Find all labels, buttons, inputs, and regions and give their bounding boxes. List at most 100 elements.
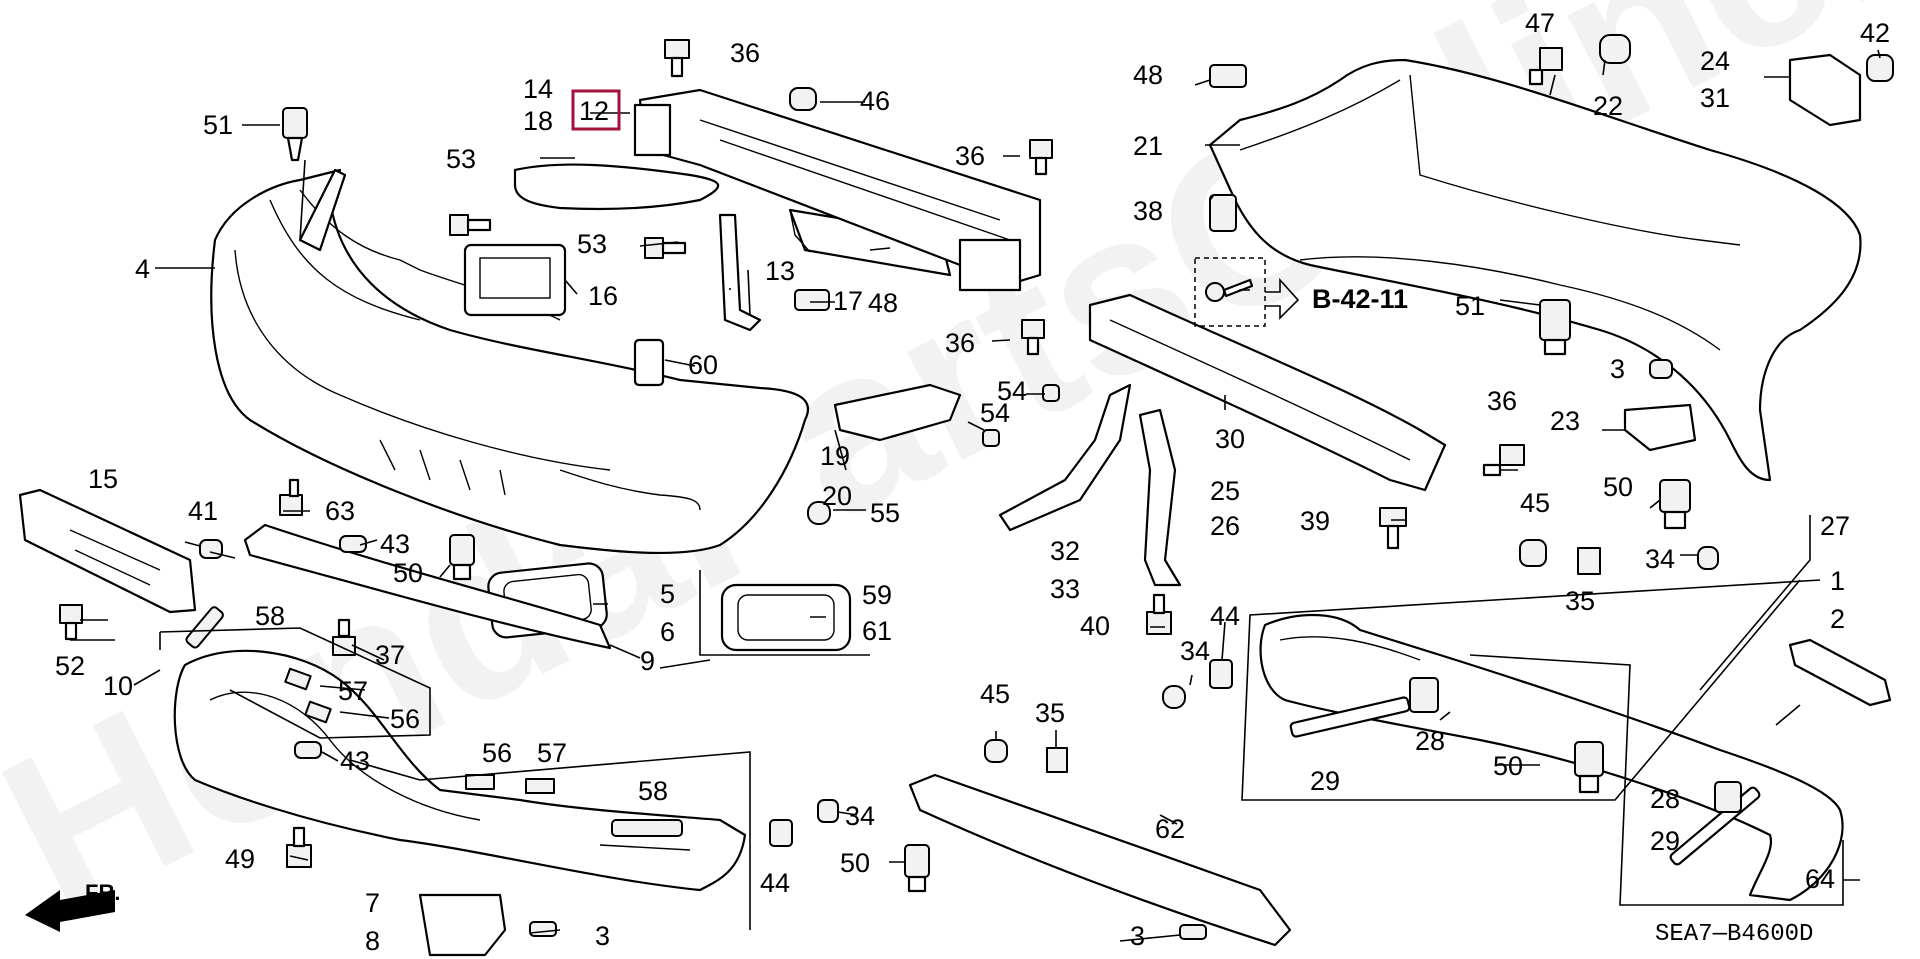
- callout-35-lower[interactable]: 35: [1035, 698, 1065, 728]
- callout-50-lower[interactable]: 50: [840, 848, 870, 878]
- front-stay-13[interactable]: [718, 213, 762, 332]
- callout-14[interactable]: 14: [523, 74, 553, 104]
- rear-lower-spoiler-64[interactable]: [1259, 613, 1844, 902]
- callout-29-right[interactable]: 29: [1650, 826, 1680, 856]
- callout-58-left[interactable]: 58: [255, 601, 285, 631]
- callout-34-lower[interactable]: 34: [845, 801, 875, 831]
- callout-3-front[interactable]: 3: [595, 921, 610, 951]
- nut-46[interactable]: [789, 87, 817, 111]
- callout-17[interactable]: 17: [833, 286, 863, 316]
- callout-30[interactable]: 30: [1215, 424, 1245, 454]
- callout-36-rear[interactable]: 36: [1487, 386, 1517, 416]
- side-bracket-19-20[interactable]: [833, 383, 962, 442]
- callout-38[interactable]: 38: [1133, 196, 1163, 226]
- bolt-52[interactable]: [59, 604, 83, 641]
- clip-50-front[interactable]: [449, 534, 475, 581]
- bolt-36-mid[interactable]: [1021, 319, 1045, 356]
- callout-24[interactable]: 24: [1700, 46, 1730, 76]
- callout-52[interactable]: 52: [55, 651, 85, 681]
- clip-3-rear[interactable]: [1649, 359, 1673, 379]
- bolt-35-rear[interactable]: [1577, 547, 1601, 575]
- rear-bumper-cover[interactable]: [1208, 58, 1862, 482]
- callout-43-lower[interactable]: 43: [340, 746, 370, 776]
- clip-3-lower[interactable]: [1179, 924, 1207, 940]
- front-bracket-16[interactable]: [463, 243, 567, 317]
- callout-44-mid[interactable]: 44: [1210, 601, 1240, 631]
- clip-50-rear-lower[interactable]: [1574, 741, 1604, 794]
- callout-56-right[interactable]: 56: [482, 738, 512, 768]
- pad-56-left[interactable]: [304, 700, 332, 724]
- callout-35-rear[interactable]: 35: [1565, 586, 1595, 616]
- screw-34-rear[interactable]: [1697, 546, 1719, 570]
- rear-bumper-beam-30[interactable]: [1088, 293, 1447, 492]
- nut-42[interactable]: [1866, 54, 1894, 82]
- callout-39[interactable]: 39: [1300, 506, 1330, 536]
- callout-41[interactable]: 41: [188, 496, 218, 526]
- callout-3-rear[interactable]: 3: [1610, 354, 1625, 384]
- clip-41[interactable]: [199, 539, 223, 559]
- clip-60[interactable]: [633, 338, 665, 387]
- callout-7[interactable]: 7: [365, 888, 380, 918]
- callout-56-left[interactable]: 56: [390, 704, 420, 734]
- bolt-39[interactable]: [1379, 507, 1407, 550]
- callout-57-left[interactable]: 57: [338, 676, 368, 706]
- callout-53-lower[interactable]: 53: [577, 229, 607, 259]
- clip-28-right[interactable]: [1714, 781, 1742, 813]
- callout-50-rear-lower[interactable]: 50: [1493, 751, 1523, 781]
- screw-53-upper[interactable]: [449, 214, 492, 236]
- callout-34-mid[interactable]: 34: [1180, 636, 1210, 666]
- screw-34-lower[interactable]: [817, 799, 839, 823]
- callout-58-right[interactable]: 58: [638, 776, 668, 806]
- rear-strip-29-left[interactable]: [1289, 696, 1411, 738]
- bolt-40[interactable]: [1146, 593, 1172, 635]
- clip-28-left[interactable]: [1409, 677, 1439, 713]
- callout-55[interactable]: 55: [870, 498, 900, 528]
- stay-25-26[interactable]: [1138, 408, 1182, 587]
- callout-43-upper[interactable]: 43: [380, 529, 410, 559]
- callout-9[interactable]: 9: [640, 646, 655, 676]
- license-plate-base[interactable]: [18, 488, 197, 614]
- callout-50-rear-upper[interactable]: 50: [1603, 472, 1633, 502]
- pad-57-right[interactable]: [525, 778, 555, 794]
- callout-62[interactable]: 62: [1155, 814, 1185, 844]
- clip-51-rear[interactable]: [1539, 299, 1571, 356]
- callout-45-lower[interactable]: 45: [980, 679, 1010, 709]
- callout-20[interactable]: 20: [822, 481, 852, 511]
- callout-1[interactable]: 1: [1830, 566, 1845, 596]
- bolt-36-top[interactable]: [664, 39, 690, 78]
- clip-51-front[interactable]: [282, 107, 308, 162]
- callout-48-front[interactable]: 48: [868, 288, 898, 318]
- rear-lower-strip-62[interactable]: [908, 773, 1292, 947]
- callout-3-lower[interactable]: 3: [1130, 921, 1145, 951]
- callout-12[interactable]: 12: [579, 96, 609, 126]
- callout-16[interactable]: 16: [588, 281, 618, 311]
- bolt-49[interactable]: [286, 826, 312, 868]
- clip-50-lower[interactable]: [904, 844, 930, 893]
- rear-side-bracket-1-2[interactable]: [1788, 638, 1892, 707]
- callout-21[interactable]: 21: [1133, 131, 1163, 161]
- callout-22[interactable]: 22: [1593, 91, 1623, 121]
- callout-63[interactable]: 63: [325, 496, 355, 526]
- callout-25[interactable]: 25: [1210, 476, 1240, 506]
- screw-54-lower[interactable]: [982, 429, 1000, 447]
- pad-56-right[interactable]: [465, 774, 495, 790]
- callout-29-left[interactable]: 29: [1310, 766, 1340, 796]
- callout-13[interactable]: 13: [765, 256, 795, 286]
- callout-34-rear[interactable]: 34: [1645, 544, 1675, 574]
- callout-6[interactable]: 6: [660, 617, 675, 647]
- front-side-spacer[interactable]: [513, 163, 720, 211]
- clip-38[interactable]: [1209, 194, 1237, 232]
- clip-50-rear-upper[interactable]: [1659, 479, 1691, 530]
- callout-54-upper[interactable]: 54: [997, 376, 1027, 406]
- pad-57-left[interactable]: [284, 667, 312, 691]
- reference-label[interactable]: B-42-11: [1312, 284, 1408, 314]
- clip-48-rear[interactable]: [1209, 64, 1247, 88]
- clip-3-front[interactable]: [529, 921, 557, 937]
- front-bumper-beam[interactable]: [633, 88, 1042, 292]
- bolt-63[interactable]: [279, 478, 303, 516]
- callout-37[interactable]: 37: [375, 640, 405, 670]
- callout-40[interactable]: 40: [1080, 611, 1110, 641]
- callout-54-lower[interactable]: 54: [980, 398, 1010, 428]
- rear-holder-23[interactable]: [1623, 403, 1697, 452]
- callout-61[interactable]: 61: [862, 616, 892, 646]
